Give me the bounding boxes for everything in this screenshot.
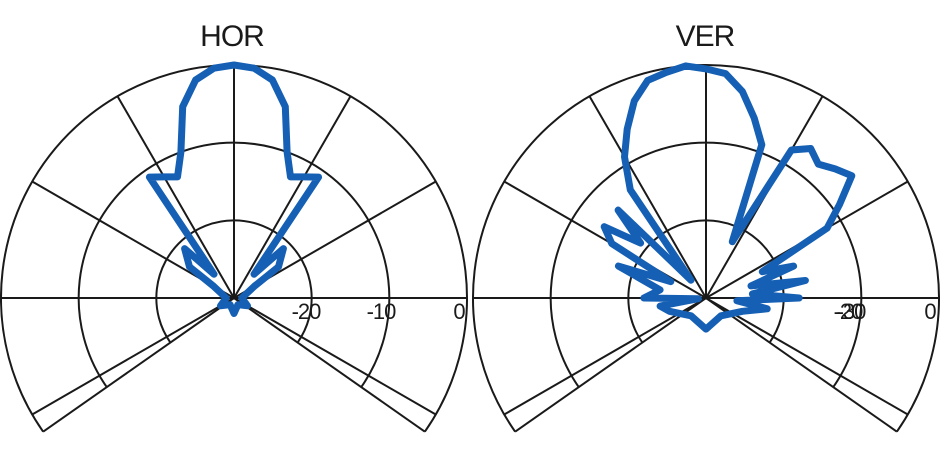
ver-radial-ticks: -20 -30 0 — [834, 299, 938, 324]
ver-tick-label-2: -30 — [837, 299, 867, 324]
hor-pattern-line-0 — [145, 61, 323, 317]
ver-grid-spoke — [503, 297, 707, 416]
hor-polar-chart: HOR -20 -10 0 — [0, 20, 468, 433]
hor-tick-label-2: -10 — [367, 299, 397, 324]
hor-pattern-trace — [145, 61, 323, 317]
ver-pattern-trace — [600, 62, 856, 333]
ver-tick-label-3: 0 — [924, 299, 936, 324]
ver-tick-label-1: -20 — [834, 299, 864, 324]
ver-polar-chart: VER -20 -30 0 — [472, 20, 940, 433]
hor-grid-spoke — [233, 95, 352, 299]
hor-grid-spoke — [233, 297, 437, 416]
hor-polar-grid — [0, 63, 468, 433]
hor-radial-ticks: -20 -10 0 — [292, 299, 467, 324]
ver-grid-edge-0 — [514, 297, 707, 433]
hor-tick-label-1: -20 — [292, 299, 322, 324]
ver-polar-grid — [472, 63, 940, 433]
hor-tick-label-3: 0 — [453, 299, 465, 324]
ver-title: VER — [676, 20, 735, 53]
hor-grid-spoke — [31, 297, 235, 416]
ver-pattern-line-0 — [600, 62, 856, 333]
ver-grid-spoke — [588, 95, 707, 299]
hor-grid-edge-1 — [233, 297, 426, 433]
hor-grid-spoke — [116, 95, 235, 299]
hor-grid-edge-0 — [42, 297, 235, 433]
hor-title: HOR — [200, 20, 264, 53]
ver-grid-spoke — [503, 180, 707, 299]
ver-grid-spoke — [705, 297, 909, 416]
ver-grid-ring-3 — [472, 63, 940, 433]
ver-grid-edge-1 — [705, 297, 898, 433]
